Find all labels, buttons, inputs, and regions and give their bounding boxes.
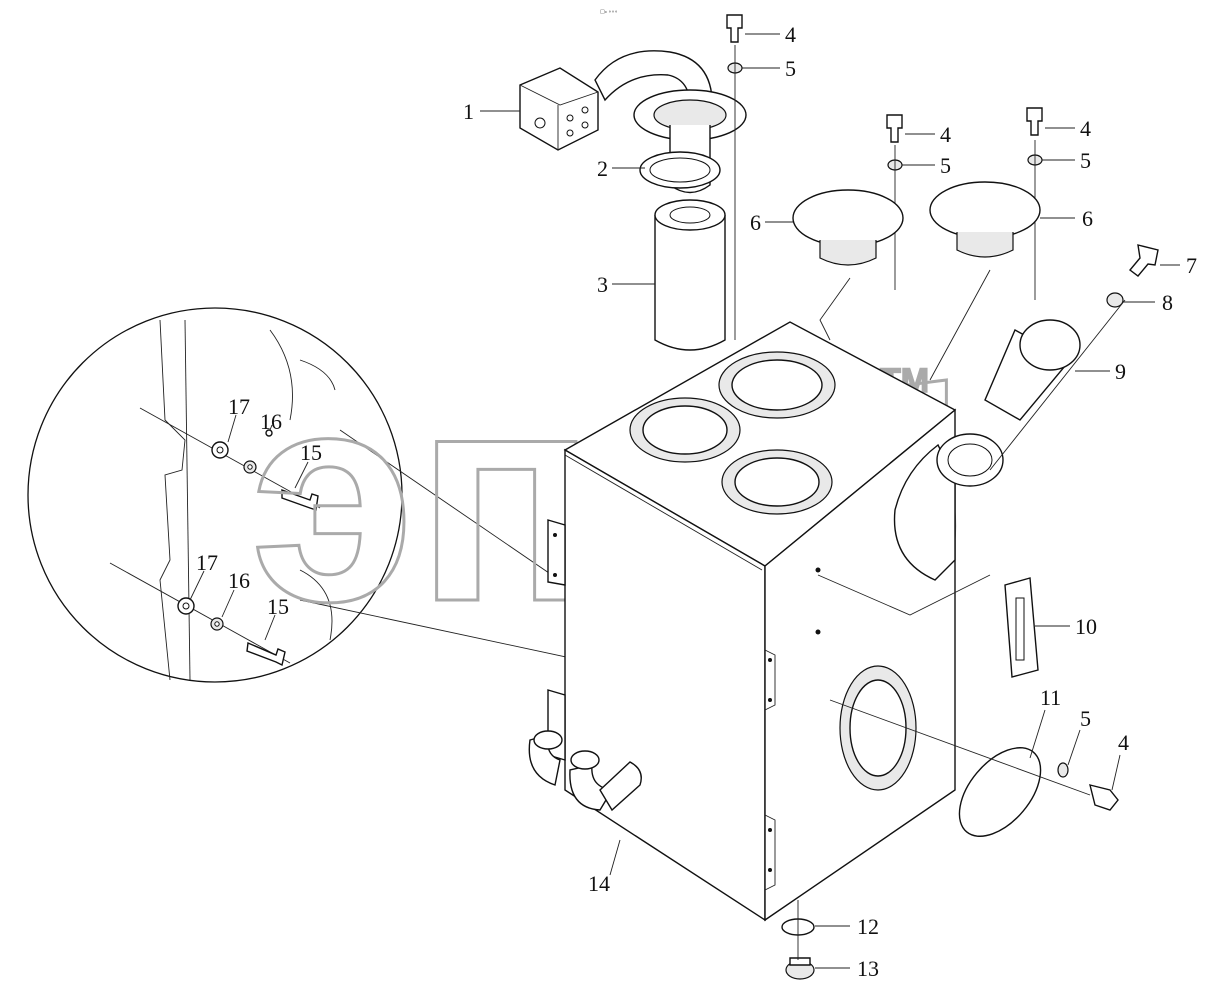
callout-15b: 15 [267, 594, 289, 619]
callout-16a: 16 [260, 409, 282, 434]
callout-5d: 5 [1080, 706, 1091, 731]
callout-4a: 4 [785, 22, 796, 47]
hydraulic-tank [528, 321, 1004, 922]
callout-14: 14 [588, 871, 610, 896]
callout-1: 1 [463, 99, 474, 124]
callout-9: 9 [1115, 359, 1126, 384]
callout-5c: 5 [1080, 148, 1091, 173]
callout-5b: 5 [940, 153, 951, 178]
leader-lines [189, 33, 1180, 969]
callout-10: 10 [1075, 614, 1097, 639]
callout-4c: 4 [1080, 116, 1091, 141]
callout-4b: 4 [940, 122, 951, 147]
callout-16b: 16 [228, 568, 250, 593]
callout-12: 12 [857, 914, 879, 939]
callout-8: 8 [1162, 290, 1173, 315]
callout-5a: 5 [785, 56, 796, 81]
callout-7: 7 [1186, 253, 1197, 278]
callout-6b: 6 [1082, 206, 1093, 231]
callout-17a: 17 [228, 394, 250, 419]
loose-parts [519, 14, 1159, 980]
callout-11: 11 [1040, 685, 1061, 710]
callout-4d: 4 [1118, 730, 1129, 755]
callout-17b: 17 [196, 550, 218, 575]
callout-13: 13 [857, 956, 879, 981]
corner-mark: □₀ ∘∘∘ [600, 9, 618, 15]
callout-15a: 15 [300, 440, 322, 465]
callout-2: 2 [597, 156, 608, 181]
detail-view [27, 307, 818, 755]
callout-6a: 6 [750, 210, 761, 235]
callout-3: 3 [597, 272, 608, 297]
callout-labels: 1 2 3 4 5 4 5 4 5 6 6 7 8 9 10 11 5 4 12… [196, 22, 1197, 981]
